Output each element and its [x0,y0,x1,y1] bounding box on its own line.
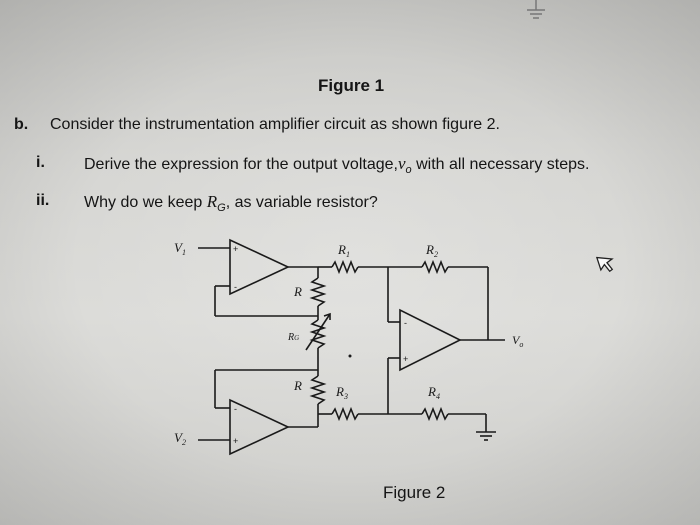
r3-label: R3 [335,384,348,401]
resistor-r1 [331,259,359,275]
resistor-r-bottom [309,375,327,405]
opamp-1 [229,238,290,296]
question-label: b. [14,116,29,133]
ground-icon [476,431,496,441]
opamp-3-plus: + [403,354,408,364]
v2-label: V2 [174,430,186,447]
opamp-2-plus: + [233,436,238,446]
instrumentation-amplifier-diagram: + - - + - + V1 V2 R1 R2 R3 R4 R R RG Vo [174,238,523,456]
subquestion-1-text: Derive the expression for the output vol… [84,154,590,177]
opamp-3-minus: - [404,318,407,328]
figure-2-caption: Figure 2 [383,483,446,502]
r1-label: R1 [337,242,350,259]
resistor-r-top [309,277,327,307]
resistor-r3 [331,406,359,422]
ground-mark-icon [527,0,545,19]
opamp-2-minus: - [234,404,237,414]
v1-label: V1 [174,240,186,257]
vo-label: Vo [512,333,523,349]
resistor-r2 [421,259,449,275]
opamp-1-minus: - [234,282,237,292]
cursor-arrow-icon [596,256,614,273]
opamp-3 [399,308,462,372]
subquestion-2-text: Why do we keep RG, as variable resistor? [84,192,378,215]
question-text: Consider the instrumentation amplifier c… [50,116,500,133]
r4-label: R4 [427,384,440,401]
r-bottom-label: R [293,378,302,393]
subquestion-2-label: ii. [36,192,50,209]
r-top-label: R [293,284,302,299]
resistor-rg [309,319,327,349]
r2-label: R2 [425,242,438,259]
figure-1-title: Figure 1 [318,76,385,95]
resistor-r4 [421,406,449,422]
opamp-1-plus: + [233,244,238,254]
subquestion-1-label: i. [36,154,45,171]
opamp-2 [229,398,290,456]
rg-label: RG [287,332,299,343]
